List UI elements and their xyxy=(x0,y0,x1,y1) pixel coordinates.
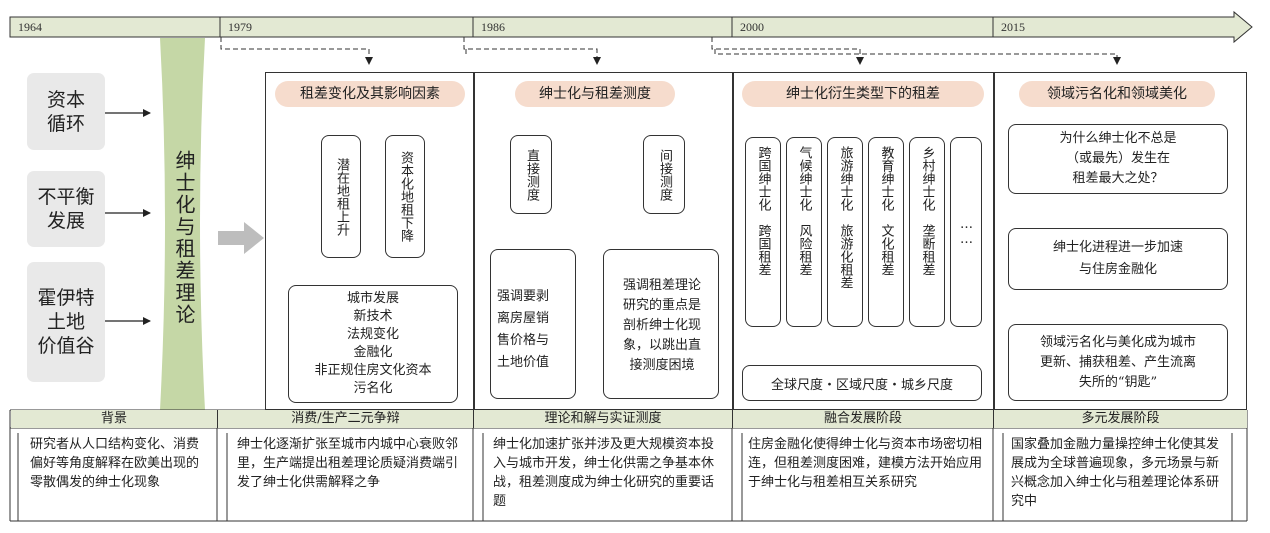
type-box: 气候绅士化 风险租差 xyxy=(786,137,822,327)
key-text: 领域污名化与美化成为城市 更新、捕获租差、产生流离 失所的“钥匙” xyxy=(1039,334,1196,390)
key-box: 领域污名化与美化成为城市 更新、捕获租差、产生流离 失所的“钥匙” xyxy=(1008,324,1228,401)
indirect-measure-box: 间接测度 xyxy=(643,135,685,214)
type-box: 乡村绅士化 垄断租差 xyxy=(909,137,945,327)
stage-label-fusion: 融合发展阶段 xyxy=(733,410,994,428)
type-label: 乡村绅士化 垄断租差 xyxy=(919,146,935,276)
stage-label-diversification: 多元发展阶段 xyxy=(994,410,1247,428)
influencing-factors-list: 城市发展 新技术 法规变化 金融化 非正规住房文化资本 污名化 xyxy=(314,291,432,396)
type-box-more: …… xyxy=(950,137,982,327)
big-arrow xyxy=(218,222,264,254)
financialization-text: 绅士化进程进一步加速 与住房金融化 xyxy=(1052,240,1183,277)
direct-measure-desc-box: 强调要剥 离房屋销 售价格与 土地价值 xyxy=(490,249,576,399)
question-box: 为什么绅士化不总是 （或最先）发生在 租差最大之处？ xyxy=(1008,124,1228,194)
driver-uneven-development: 不平衡 发展 xyxy=(27,171,105,247)
stage-label-reconciliation: 理论和解与实证测度 xyxy=(474,410,733,428)
driver-label: 霍伊特 土地 价值谷 xyxy=(37,287,95,357)
dashed-connectors xyxy=(220,37,1121,65)
question-text: 为什么绅士化不总是 （或最先）发生在 租差最大之处？ xyxy=(1059,131,1177,186)
stage-desc-fusion: 住房金融化使得绅士化与资本市场密切相连，但租差测度困难，建模方法开始应用于绅士化… xyxy=(748,437,983,490)
driver-capital-circulation: 资本 循环 xyxy=(27,73,105,150)
indirect-measure-desc: 强调租差理论 研究的重点是 剖析绅士化现 象，以跳出直 接测度困境 xyxy=(622,278,701,373)
panel2-title: 绅士化与租差测度 xyxy=(515,81,675,107)
type-more-label: …… xyxy=(959,217,974,247)
stage-label-background: 背景 xyxy=(11,410,218,428)
stage-desc-diversification: 国家叠加金融力量操控绅士化使其发展成为全球普遍现象，多元场景与新兴概念加入绅士化… xyxy=(1011,437,1220,509)
scales-label: 全球尺度・区域尺度・城乡尺度 xyxy=(770,377,953,393)
central-theme-bar xyxy=(160,38,205,410)
direct-measure-box: 直接测度 xyxy=(510,135,552,214)
central-theme-label: 绅士化与租差理论 xyxy=(172,150,196,326)
year-label: 1979 xyxy=(228,20,252,34)
scales-box: 全球尺度・区域尺度・城乡尺度 xyxy=(742,365,982,401)
type-label: 跨国绅士化 跨国租差 xyxy=(755,146,771,276)
stage-desc-debate: 绅士化逐渐扩张至城市内城中心衰败邻里，生产端提出租差理论质疑消费端引发了绅士化供… xyxy=(237,437,459,490)
capitalized-rent-label: 资本化地租下降 xyxy=(398,151,413,242)
direct-measure-desc: 强调要剥 离房屋销 售价格与 土地价值 xyxy=(497,289,550,370)
panel4-title: 领域污名化和领域美化 xyxy=(1019,81,1215,107)
driver-label: 不平衡 发展 xyxy=(37,186,95,232)
type-box: 教育绅士化 文化租差 xyxy=(868,137,904,327)
type-box: 旅游绅士化 旅游化租差 xyxy=(827,137,863,327)
influencing-factors-box: 城市发展 新技术 法规变化 金融化 非正规住房文化资本 污名化 xyxy=(288,285,458,403)
timeline-arrow xyxy=(9,10,1253,44)
driver-arrows xyxy=(105,109,151,325)
financialization-box: 绅士化进程进一步加速 与住房金融化 xyxy=(1008,228,1228,290)
indirect-measure-desc-box: 强调租差理论 研究的重点是 剖析绅士化现 象，以跳出直 接测度困境 xyxy=(603,249,719,399)
type-label: 教育绅士化 文化租差 xyxy=(878,146,894,276)
driver-hoyt-land-value-valley: 霍伊特 土地 价值谷 xyxy=(27,262,105,382)
type-label: 旅游绅士化 旅游化租差 xyxy=(837,146,853,289)
indirect-measure-label: 间接测度 xyxy=(657,148,672,201)
driver-label: 资本 循环 xyxy=(46,88,85,135)
year-label: 2015 xyxy=(1001,20,1025,34)
year-label: 2000 xyxy=(740,20,764,34)
direct-measure-label: 直接测度 xyxy=(524,148,539,201)
stage-desc-reconciliation: 绅士化加速扩张并涉及更大规模资本投入与城市开发，绅士化供需之争基本休战，租差测度… xyxy=(493,437,715,509)
stage-desc-background: 研究者从人口结构变化、消费偏好等角度解释在欧美出现的零散偶发的绅士化现象 xyxy=(30,437,200,490)
type-label: 气候绅士化 风险租差 xyxy=(796,146,812,276)
type-box: 跨国绅士化 跨国租差 xyxy=(745,137,781,327)
year-label: 1986 xyxy=(481,20,505,34)
panel3-title: 绅士化衍生类型下的租差 xyxy=(742,81,984,107)
panel1-title: 租差变化及其影响因素 xyxy=(275,81,465,107)
potential-rent-label: 潜在地租上升 xyxy=(334,157,349,236)
capitalized-rent-box: 资本化地租下降 xyxy=(385,135,425,258)
potential-rent-box: 潜在地租上升 xyxy=(321,135,361,258)
stage-label-debate: 消费/生产二元争辩 xyxy=(218,410,474,428)
year-label: 1964 xyxy=(18,20,42,34)
